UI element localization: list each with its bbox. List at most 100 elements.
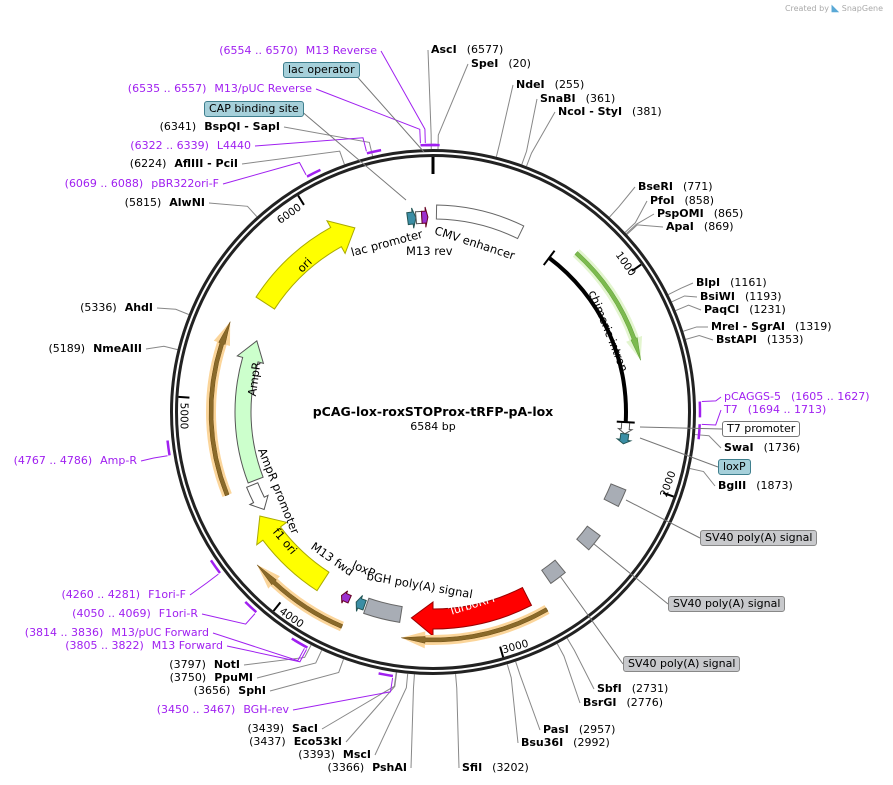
tick-mark <box>297 195 305 206</box>
leader-line <box>556 643 581 704</box>
feature-callout-t7-promoter[interactable]: T7 promoter <box>722 421 801 437</box>
ampr-arrow <box>234 339 265 484</box>
primer-label[interactable]: 3805 .. 3822M13 Forward <box>65 639 223 653</box>
leader-line <box>685 335 714 341</box>
enzyme-site[interactable]: BglII1873 <box>718 479 793 493</box>
enzyme-site[interactable]: BsrGI2776 <box>583 696 663 710</box>
tick-mark <box>178 395 190 399</box>
feature-callout-sv40-polya[interactable]: SV40 poly(A) signal <box>700 530 818 546</box>
enzyme-site[interactable]: NcoI - StyI381 <box>558 105 662 119</box>
backbone-ring <box>170 149 696 675</box>
enzyme-site[interactable]: Bsu36I2992 <box>521 736 610 750</box>
enzyme-site[interactable]: 5336AhdI <box>80 301 153 315</box>
enzyme-site[interactable]: 5815AlwNI <box>125 196 205 210</box>
leader-lines <box>140 49 722 769</box>
leader-line <box>140 455 168 462</box>
enzyme-position: 3797 <box>169 658 206 671</box>
tick-marks <box>178 195 674 658</box>
enzyme-site[interactable]: 3366PshAI <box>328 761 407 775</box>
feature-callout-sv40-polya[interactable]: SV40 poly(A) signal <box>668 596 786 612</box>
enzyme-site[interactable]: SbfI2731 <box>597 682 668 696</box>
primer-label[interactable]: 3814 .. 3836M13/pUC Forward <box>25 626 209 640</box>
enzyme-site[interactable]: 3797NotI <box>169 658 240 672</box>
enzyme-position: 1353 <box>767 333 804 346</box>
primer-range: 6069 .. 6088 <box>65 177 144 190</box>
primer-label[interactable]: 6535 .. 6557M13/pUC Reverse <box>128 82 312 96</box>
enzyme-site[interactable]: BstAPI1353 <box>716 333 803 347</box>
leader-line <box>321 672 397 730</box>
feature-callout-sv40-polya[interactable]: SV40 poly(A) signal <box>623 656 741 672</box>
primer-binding-mark <box>306 168 321 178</box>
primer-label[interactable]: 6322 .. 6339L4440 <box>130 139 251 153</box>
leader-line <box>241 150 345 165</box>
primer-label[interactable]: 4260 .. 4281F1ori-F <box>61 588 186 602</box>
enzyme-name: Eco53kI <box>293 735 342 748</box>
primer-binding-mark <box>244 600 258 614</box>
enzyme-name: SpeI <box>471 57 499 70</box>
enzyme-position: 6224 <box>130 157 167 170</box>
enzyme-site[interactable]: PfoI858 <box>650 194 714 208</box>
enzyme-site[interactable]: PasI2957 <box>543 723 615 737</box>
primer-range: 3450 .. 3467 <box>157 703 236 716</box>
enzyme-name: AhdI <box>124 301 153 314</box>
enzyme-site[interactable]: SwaI1736 <box>724 441 800 455</box>
primer-label[interactable]: pCAGGS-51605 .. 1627 <box>724 390 870 404</box>
enzyme-site[interactable]: SfiI3202 <box>462 761 529 775</box>
primer-range: 4050 .. 4069 <box>72 607 151 620</box>
feature-callout-cap-binding-site[interactable]: CAP binding site <box>204 101 304 117</box>
enzyme-site[interactable]: 5189NmeAIII <box>48 342 142 356</box>
feature-label-m13-rev: M13 rev <box>406 244 453 258</box>
enzyme-site[interactable]: 6341BspQI - SapI <box>160 120 280 134</box>
plasmid-length: 6584 bp <box>410 420 456 433</box>
enzyme-site[interactable]: NdeI255 <box>516 78 584 92</box>
enzyme-position: 3393 <box>298 748 335 761</box>
enzyme-site[interactable]: BlpI1161 <box>696 276 767 290</box>
feature-callout-lac-operator[interactable]: lac operator <box>283 62 360 78</box>
enzyme-site[interactable]: BsiWI1193 <box>700 290 782 304</box>
primer-label[interactable]: 4767 .. 4786Amp-R <box>14 454 137 468</box>
enzyme-site[interactable]: PaqCI1231 <box>704 303 786 317</box>
enzyme-site[interactable]: ApaI869 <box>666 220 734 234</box>
enzyme-position: 6577 <box>467 43 504 56</box>
leader-line <box>668 282 694 296</box>
primer-binding-mark <box>366 148 382 155</box>
primer-binding-mark <box>697 424 701 440</box>
feature-callout-loxp[interactable]: loxP <box>718 459 751 475</box>
primer-name: F1ori-R <box>158 607 198 620</box>
enzyme-site[interactable]: 3656SphI <box>194 684 266 698</box>
enzyme-site[interactable]: SnaBI361 <box>540 92 615 106</box>
tick-mark <box>631 263 642 272</box>
enzyme-site[interactable]: BseRI771 <box>638 180 713 194</box>
enzyme-position: 20 <box>508 57 531 70</box>
primer-label[interactable]: T71694 .. 1713 <box>724 403 826 417</box>
primer-name: Amp-R <box>100 454 137 467</box>
primer-marks <box>166 143 702 678</box>
enzyme-name: MreI - SgrAI <box>711 320 785 333</box>
enzyme-site[interactable]: SpeI 20 <box>471 57 531 71</box>
primer-name: M13 Reverse <box>305 44 377 57</box>
primer-label[interactable]: 6069 .. 6088pBR322ori-F <box>65 177 219 191</box>
primer-label[interactable]: 3450 .. 3467BGH-rev <box>157 703 289 717</box>
leader-line <box>222 161 307 185</box>
enzyme-site[interactable]: 6224AflIII - PciI <box>130 157 238 171</box>
primer-label[interactable]: 4050 .. 4069 F1ori-R <box>72 607 198 621</box>
enzyme-position: 865 <box>714 207 744 220</box>
enzyme-site[interactable]: 3437Eco53kI <box>249 735 342 749</box>
enzyme-site[interactable]: 3439SacI <box>247 722 318 736</box>
enzyme-site[interactable]: PspOMI865 <box>657 207 743 221</box>
created-by-text: Created by <box>784 4 829 13</box>
primer-name: M13/pUC Reverse <box>214 82 312 95</box>
enzyme-position: 1873 <box>756 479 793 492</box>
tick-mark <box>272 601 282 612</box>
leader-line <box>609 186 636 218</box>
sv40-polya-box <box>603 483 627 508</box>
lac-promoter-arrow <box>406 207 417 229</box>
primer-label[interactable]: 6554 .. 6570M13 Reverse <box>219 44 377 58</box>
enzyme-site[interactable]: AscI6577 <box>431 43 503 57</box>
enzyme-site[interactable]: 3750PpuMI <box>170 671 253 685</box>
enzyme-position: 1161 <box>730 276 767 289</box>
enzyme-name: BseRI <box>638 180 673 193</box>
leader-line <box>437 63 469 150</box>
enzyme-site[interactable]: 3393MscI <box>298 748 371 762</box>
enzyme-site[interactable]: MreI - SgrAI1319 <box>711 320 832 334</box>
